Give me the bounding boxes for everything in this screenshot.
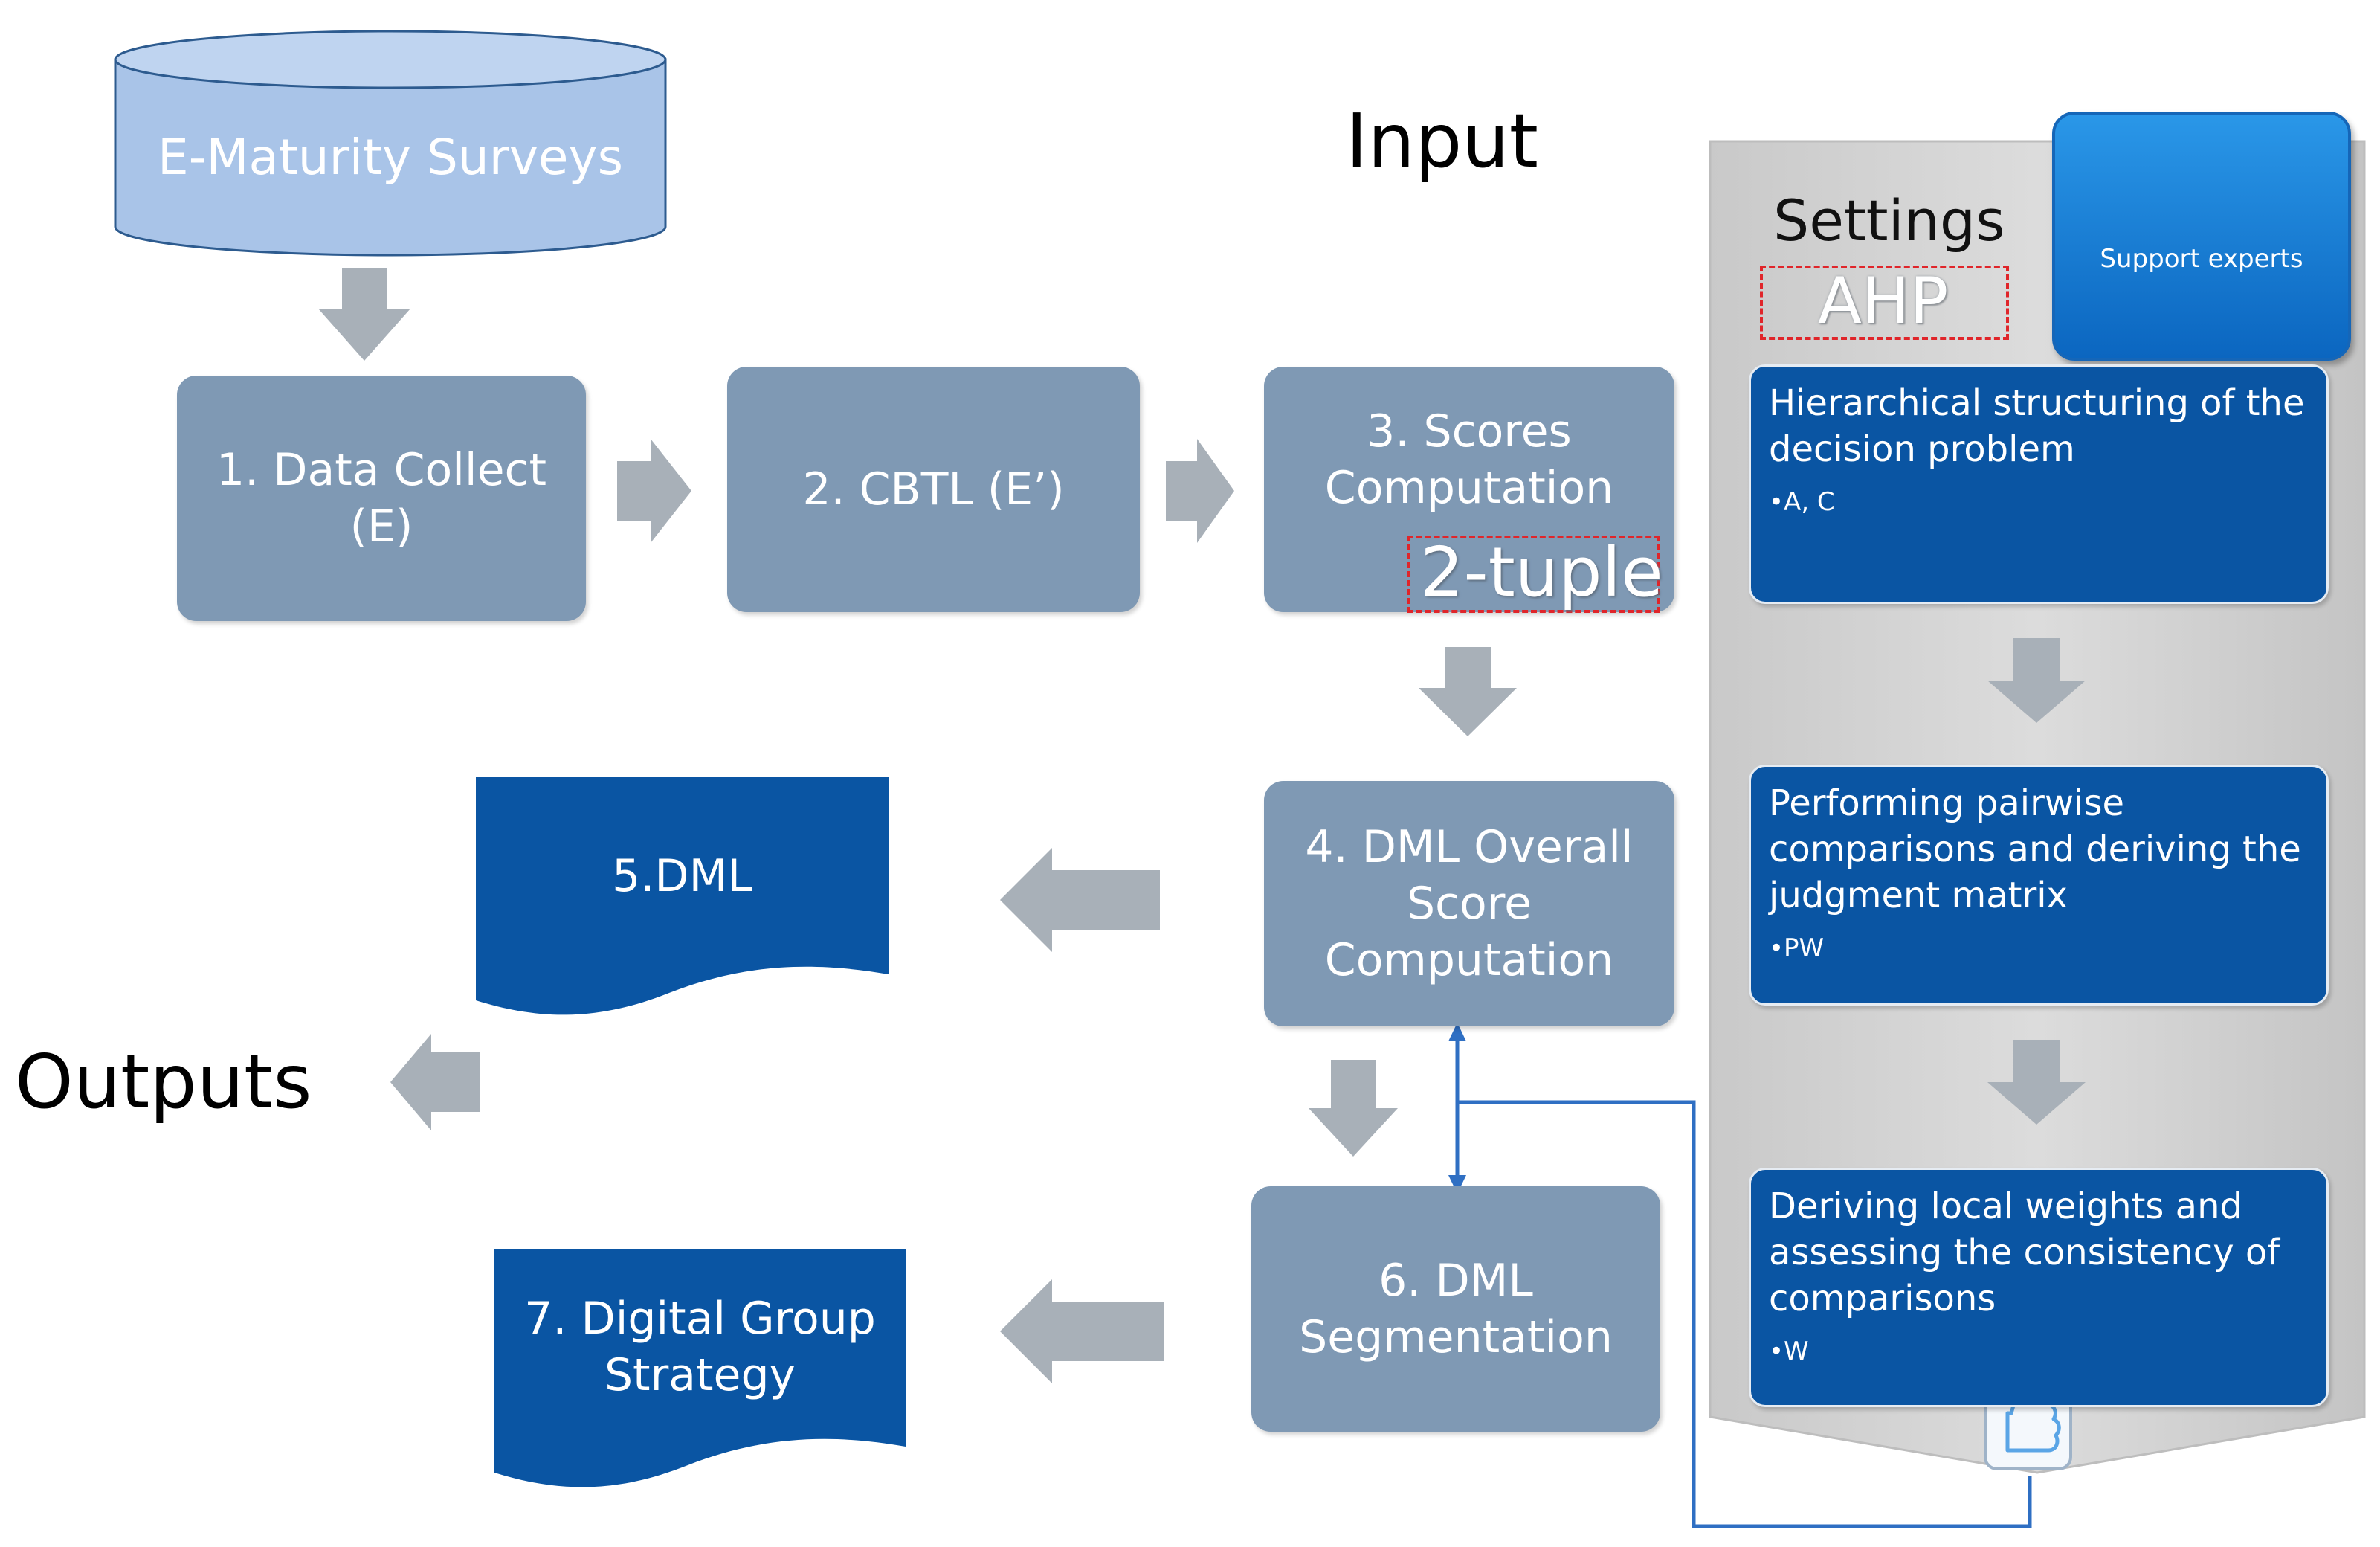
arrow-right-1 xyxy=(617,439,691,543)
ahp-step-weights[interactable]: Deriving local weights and assessing the… xyxy=(1749,1168,2329,1407)
ahp-step-title: Deriving local weights and assessing the… xyxy=(1769,1186,2280,1319)
ahp-step-pairwise[interactable]: Performing pairwise comparisons and deri… xyxy=(1749,765,2329,1006)
document-dml xyxy=(476,777,889,1015)
arrow-left-dml xyxy=(1000,848,1160,952)
two-tuple-tag: 2-tuple xyxy=(1420,533,1663,612)
step-dml-overall-score[interactable]: 4. DML Overall Score Computation xyxy=(1264,781,1674,1026)
database-cylinder xyxy=(114,30,667,257)
step-cbtl[interactable]: 2. CBTL (E’) xyxy=(727,367,1140,612)
arrow-left-strategy xyxy=(1000,1279,1164,1383)
document-strategy xyxy=(494,1250,906,1488)
support-experts-tile[interactable]: Support experts xyxy=(2052,112,2351,361)
database-label: E-Maturity Surveys xyxy=(158,129,623,186)
document-dml-label: 5.DML xyxy=(612,850,752,902)
document-strategy-label: 7. Digital Group Strategy xyxy=(524,1293,876,1401)
ahp-tag-frame xyxy=(1760,266,2009,340)
connector-arrowhead-down xyxy=(1448,1175,1466,1194)
arrow-down-dml xyxy=(1309,1060,1398,1157)
ahp-step-bullet: •PW xyxy=(1769,933,1825,963)
step-data-collect[interactable]: 1. Data Collect (E) xyxy=(177,376,586,621)
feedback-connector xyxy=(1455,1038,2032,1528)
step-scores-computation[interactable]: 3. Scores Computation xyxy=(1264,367,1674,612)
outputs-label: Outputs xyxy=(15,1038,312,1125)
ahp-step-title: Performing pairwise comparisons and deri… xyxy=(1769,782,2301,916)
arrow-left-outputs xyxy=(390,1034,480,1130)
settings-label: Settings xyxy=(1773,187,2005,254)
input-label: Input xyxy=(1346,97,1538,184)
arrow-down-scores xyxy=(1419,647,1517,736)
connector-arrowhead-up xyxy=(1448,1023,1466,1041)
arrow-right-2 xyxy=(1166,439,1234,543)
arrow-down-survey xyxy=(318,268,410,361)
ahp-step-hierarchy[interactable]: Hierarchical structuring of the decision… xyxy=(1749,364,2329,604)
arrow-down-ahp-2 xyxy=(1987,1040,2086,1125)
ahp-step-bullet: •A, C xyxy=(1769,487,1835,517)
ahp-step-bullet: •W xyxy=(1769,1337,1809,1366)
ahp-tag: AHP xyxy=(1818,264,1949,338)
step-dml-segmentation[interactable]: 6. DML Segmentation xyxy=(1251,1186,1660,1432)
support-experts-label: Support experts xyxy=(2100,244,2303,274)
arrow-down-ahp-1 xyxy=(1987,638,2086,723)
ahp-step-title: Hierarchical structuring of the decision… xyxy=(1769,382,2305,470)
two-tuple-tag-frame xyxy=(1407,536,1660,613)
